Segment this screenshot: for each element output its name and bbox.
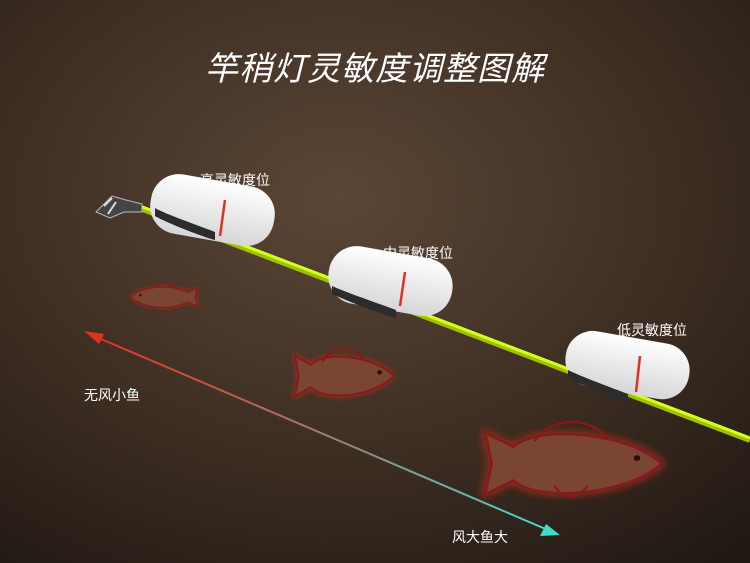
rod-tip-connector [95,195,143,219]
float-low [565,330,690,402]
large-fish-icon [481,420,666,499]
page-title: 竿稍灯灵敏度调整图解 [205,49,545,88]
label-no-wind-small-fish: 无风小鱼 [84,388,140,404]
wind-fish-arrow [84,331,560,536]
medium-fish-icon [293,347,396,400]
float-mid [328,246,453,318]
label-high-sensitivity: 高灵敏度位 [200,173,270,189]
small-fish-icon [129,282,199,309]
label-mid-sensitivity: 中灵敏度位 [383,246,453,262]
float-high [150,174,275,247]
label-low-sensitivity: 低灵敏度位 [617,323,687,339]
label-strong-wind-big-fish: 风大鱼大 [452,530,508,546]
